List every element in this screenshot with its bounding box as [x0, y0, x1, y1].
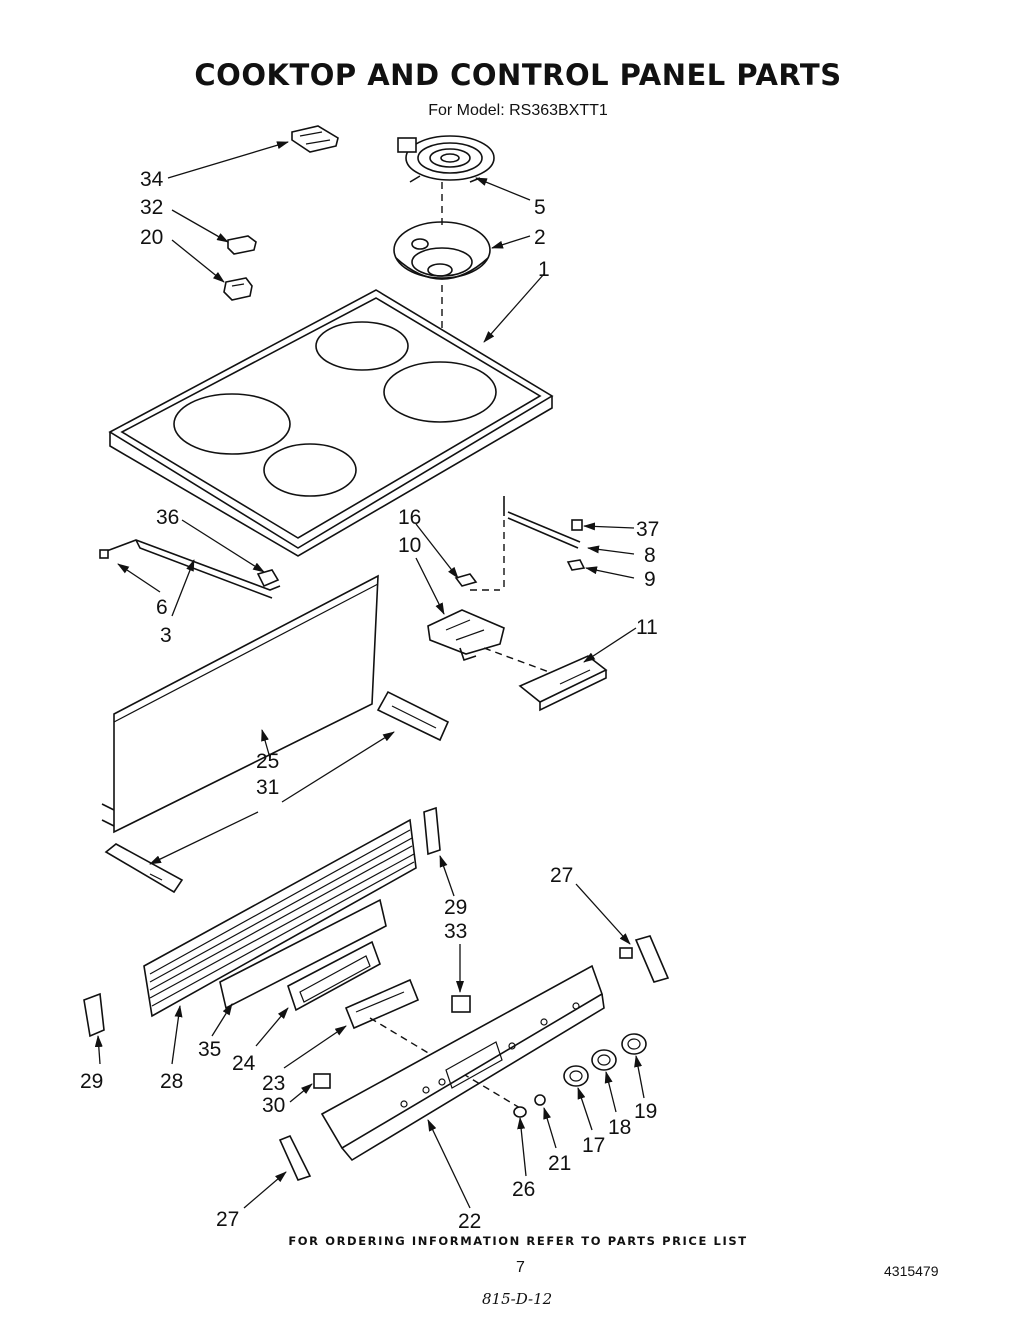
callout-29-right: 29: [444, 896, 467, 919]
callout-32: 32: [140, 196, 163, 219]
part-23-clock-drawing: [344, 978, 420, 1030]
callout-23: 23: [262, 1072, 285, 1095]
knob-18-drawing: [591, 1049, 617, 1071]
part-11-bracket-drawing: [518, 655, 608, 712]
part-31-bracket-left-drawing: [104, 843, 184, 894]
callout-2: 2: [534, 226, 546, 249]
part-27-left-endcap-drawing: [278, 1134, 312, 1181]
part-26-drawing: [513, 1106, 527, 1118]
knob-17-drawing: [563, 1065, 589, 1087]
callout-3: 3: [160, 624, 172, 647]
part-28-grille-drawing: [143, 818, 417, 1018]
callout-28: 28: [160, 1070, 183, 1093]
part-30-switch-drawing: [313, 1073, 331, 1089]
page-title: COOKTOP AND CONTROL PANEL PARTS: [194, 58, 842, 92]
part-31-bracket-right-drawing: [376, 690, 450, 742]
callout-10: 10: [398, 534, 421, 557]
callout-26: 26: [512, 1178, 535, 1201]
callout-17: 17: [582, 1134, 605, 1157]
callout-19: 19: [634, 1100, 657, 1123]
callout-24: 24: [232, 1052, 256, 1075]
ordering-note: FOR ORDERING INFORMATION REFER TO PARTS …: [288, 1234, 748, 1248]
part-20-drawing: [223, 277, 253, 301]
callout-22: 22: [458, 1210, 481, 1233]
callout-27-left: 27: [216, 1208, 239, 1231]
part-2-drip-bowl-drawing: [393, 221, 491, 280]
part-32-drawing: [227, 235, 257, 255]
model-subtitle: For Model: RS363BXTT1: [428, 102, 608, 119]
part-16-drawing: [454, 573, 478, 587]
handwritten-note: 815-D-12: [482, 1290, 553, 1308]
callout-35: 35: [198, 1038, 221, 1061]
callout-34: 34: [140, 168, 164, 191]
part-22-control-panel-drawing: [320, 964, 605, 1162]
part-10-drawing: [427, 609, 505, 662]
callout-20: 20: [140, 226, 163, 249]
callout-18: 18: [608, 1116, 631, 1139]
callout-11: 11: [636, 616, 658, 639]
part-27-right-endcap-drawing: [619, 935, 670, 983]
callout-36: 36: [156, 506, 179, 529]
document-number: 4315479: [884, 1263, 939, 1279]
callout-8: 8: [644, 544, 656, 567]
callout-5: 5: [534, 196, 546, 219]
part-29-left-drawing: [83, 992, 105, 1038]
callout-29-left: 29: [80, 1070, 103, 1093]
part-21-drawing: [534, 1094, 546, 1106]
callout-1: 1: [538, 258, 550, 281]
part-29-right-drawing: [423, 806, 441, 856]
part-33-switch-drawing: [451, 995, 471, 1013]
part-24-bracket-drawing: [287, 940, 381, 1012]
callout-31: 31: [256, 776, 279, 799]
callout-25: 25: [256, 750, 279, 773]
part-25-rear-panel-drawing: [101, 574, 379, 834]
part-1-cooktop-drawing: [108, 289, 554, 557]
part-35-bracket-drawing: [219, 898, 387, 1010]
part-34-drawing: [291, 125, 339, 153]
callout-6: 6: [156, 596, 168, 619]
part-3-terminal-bar-drawing: [99, 539, 281, 599]
part-5-surface-element-drawing: [397, 135, 495, 183]
part-8-sensor-drawing: [503, 496, 586, 571]
callout-37: 37: [636, 518, 659, 541]
callout-30: 30: [262, 1094, 285, 1117]
callout-27-right: 27: [550, 864, 573, 887]
callout-9: 9: [644, 568, 656, 591]
page-number: 7: [516, 1259, 525, 1276]
knob-19-drawing: [621, 1033, 647, 1055]
callout-21: 21: [548, 1152, 571, 1175]
callout-33: 33: [444, 920, 467, 943]
callout-16: 16: [398, 506, 421, 529]
